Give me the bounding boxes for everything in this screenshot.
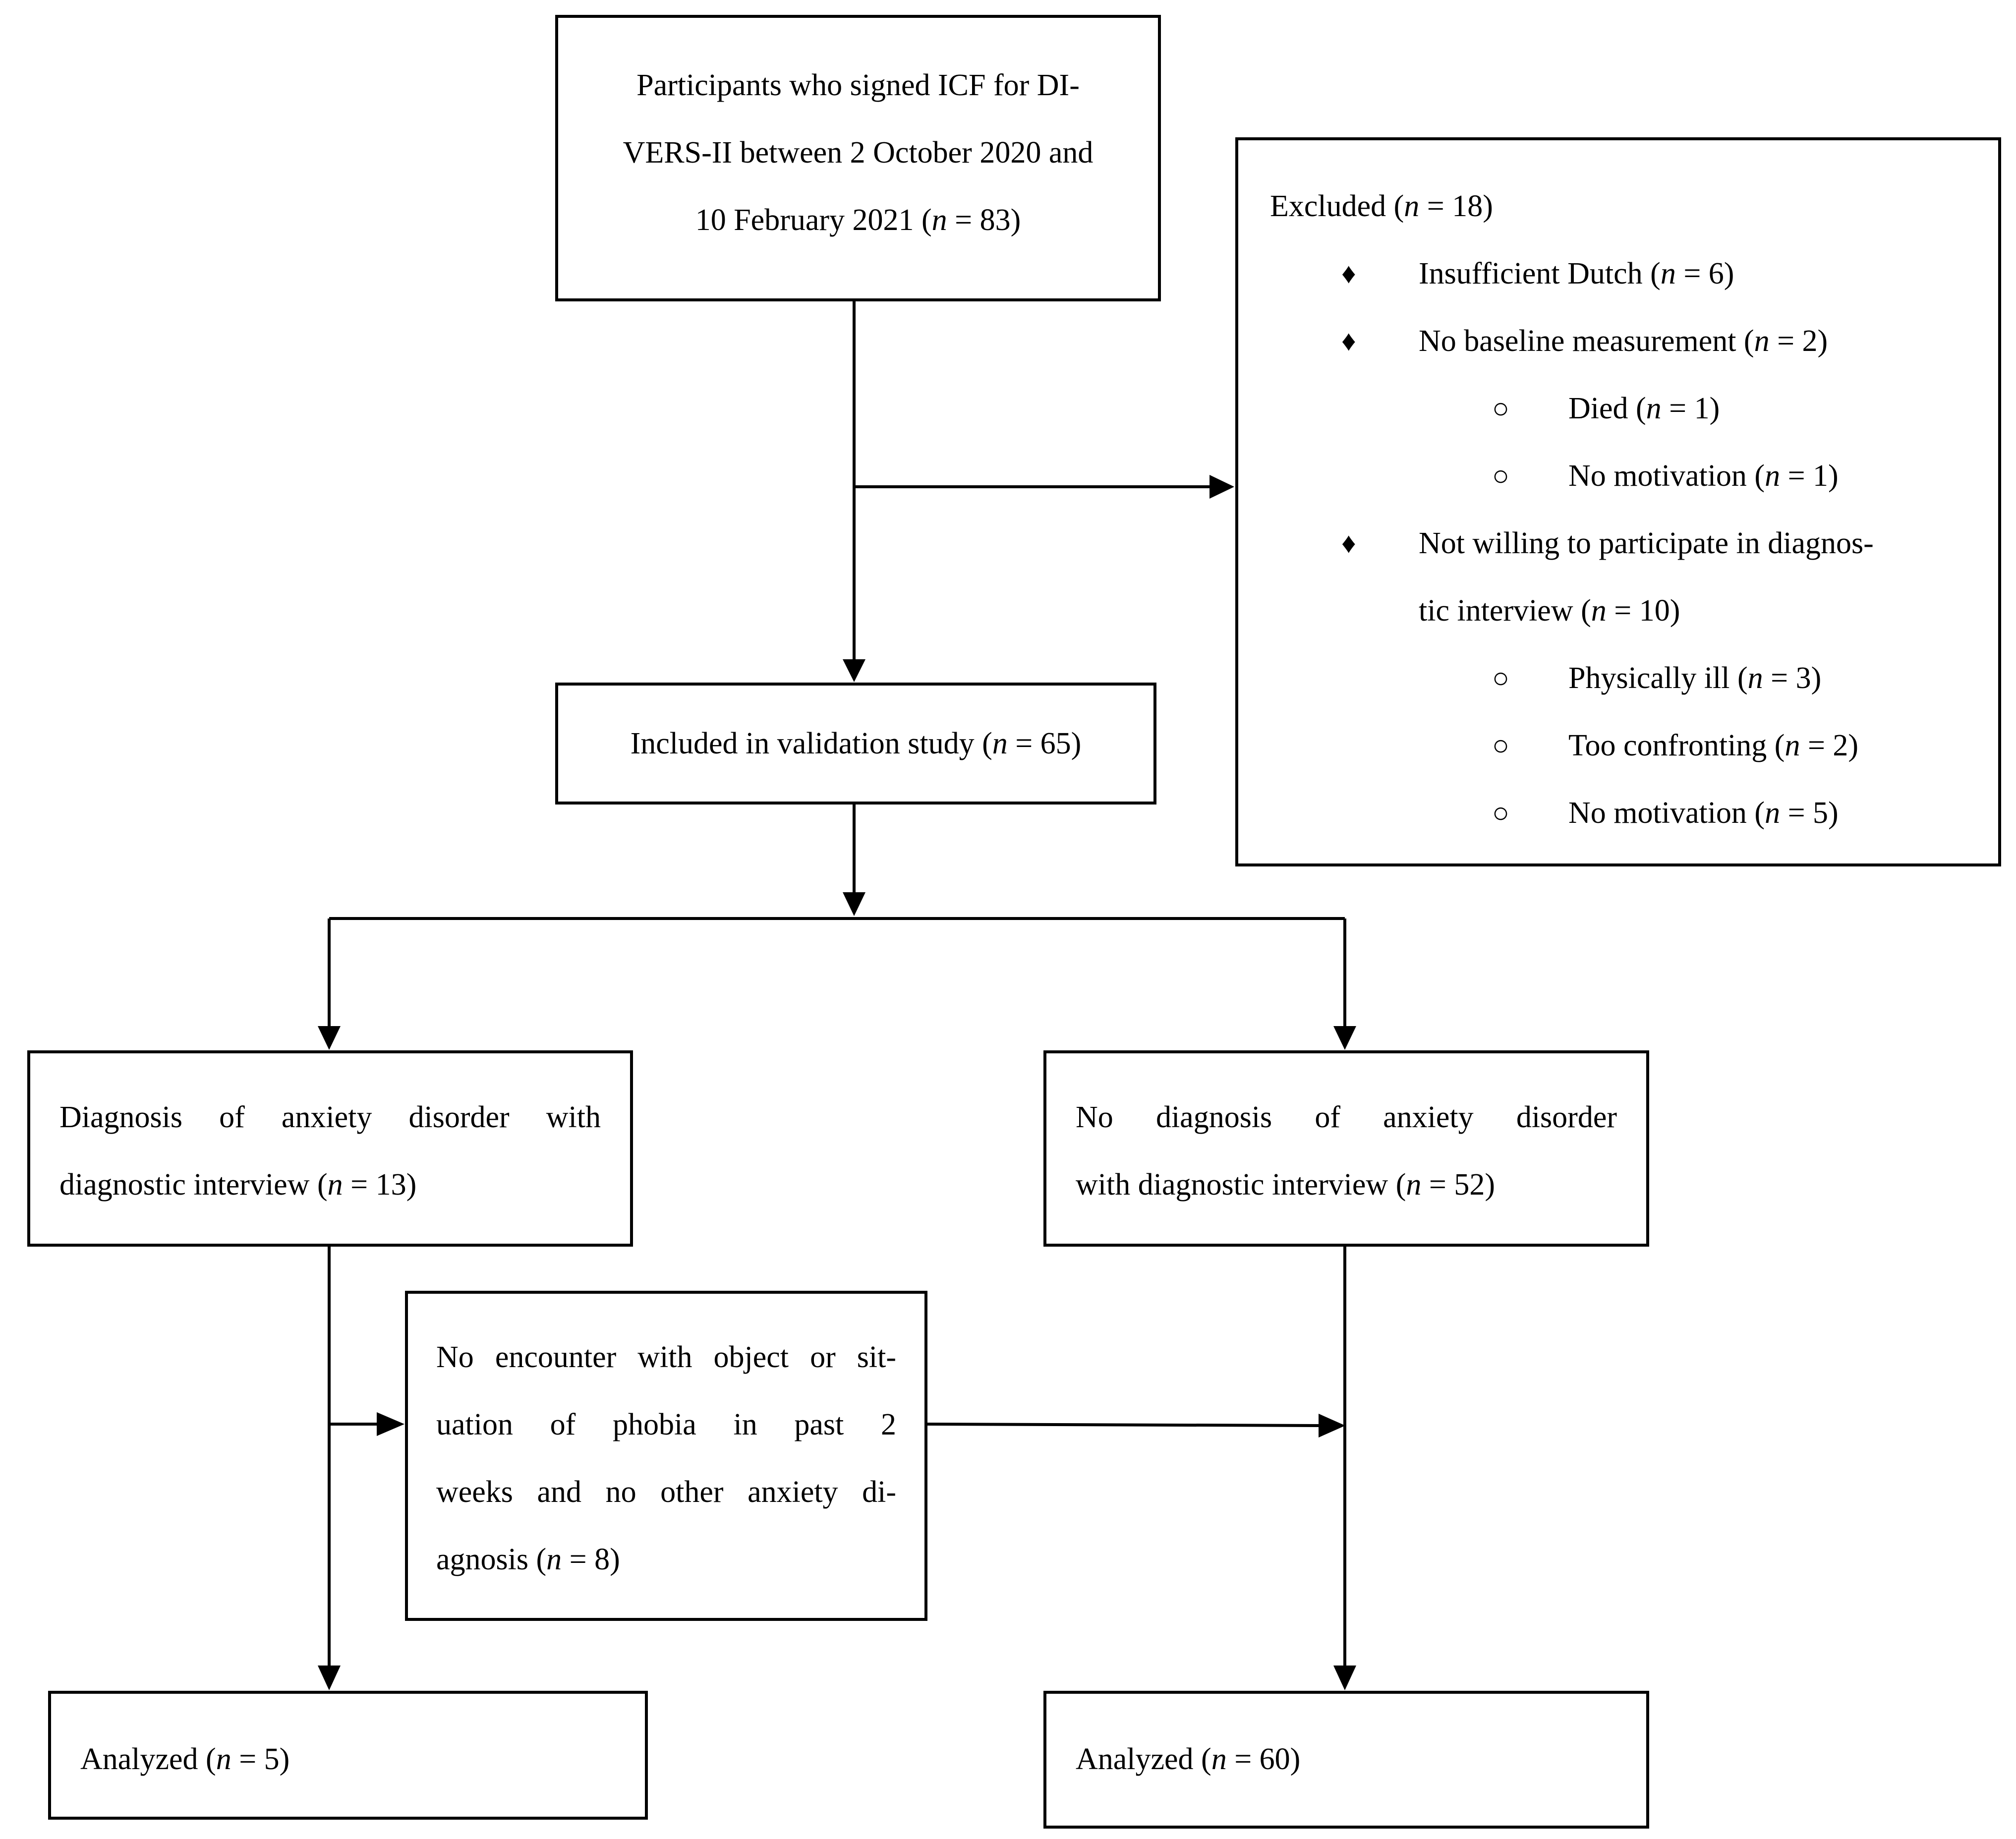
excluded-title: Excluded (n = 18) (1270, 189, 1493, 223)
circle-bullet-icon: ○ (1492, 460, 1510, 492)
diagnosis-box (27, 1050, 633, 1247)
no-diagnosis-line-2: with diagnostic interview (n = 52) (1076, 1168, 1495, 1202)
circle-bullet-icon: ○ (1492, 662, 1510, 694)
analyzed-left-box (48, 1691, 648, 1820)
enrolled-box (555, 15, 1161, 301)
excluded-item-died: Died (n = 1) (1568, 392, 1720, 425)
included-text: Included in validation study (n = 65) (630, 727, 1082, 760)
diamond-bullet-icon: ♦ (1341, 257, 1356, 289)
circle-bullet-icon: ○ (1492, 797, 1510, 829)
excluded-item-no-motivation: No motivation (n = 5) (1568, 796, 1839, 830)
enrolled-line-2: VERS-II between 2 October 2020 and (623, 136, 1094, 170)
excluded-box (1235, 137, 2001, 866)
circle-bullet-icon: ○ (1492, 729, 1510, 761)
analyzed-right-text: Analyzed (n = 60) (1076, 1742, 1301, 1776)
excluded-item-not-willing-cont: tic interview (n = 10) (1419, 594, 1680, 628)
diamond-bullet-icon: ♦ (1341, 527, 1356, 559)
no-encounter-box (405, 1291, 927, 1621)
no-encounter-line-4: agnosis (n = 8) (436, 1543, 620, 1576)
diagnosis-line-1: Diagnosis of anxiety disorder with (59, 1100, 601, 1134)
no-diagnosis-box (1043, 1050, 1649, 1247)
excluded-item-no-baseline: No baseline measurement (n = 2) (1419, 324, 1828, 358)
analyzed-left-text: Analyzed (n = 5) (80, 1742, 290, 1776)
no-diagnosis-line-1: No diagnosis of anxiety disorder (1076, 1100, 1617, 1134)
analyzed-right-box (1043, 1691, 1649, 1829)
excluded-item-no-motivation-baseline: No motivation (n = 1) (1568, 459, 1839, 493)
circle-bullet-icon: ○ (1492, 392, 1510, 424)
diagnosis-line-2: diagnostic interview (n = 13) (59, 1168, 417, 1202)
no-encounter-line-3: weeks and no other anxiety di- (436, 1475, 896, 1509)
excluded-item-physically-ill: Physically ill (n = 3) (1568, 661, 1822, 695)
excluded-item-insufficient-dutch: Insufficient Dutch (n = 6) (1419, 257, 1734, 290)
excluded-item-not-willing: Not willing to participate in diagnos- (1419, 526, 1874, 560)
enrolled-line-3: 10 February 2021 (n = 83) (695, 203, 1021, 237)
arrow-no-encounter-to-right (927, 1423, 1319, 1427)
enrolled-line-1: Participants who signed ICF for DI- (636, 68, 1080, 102)
included-box (555, 683, 1156, 805)
diamond-bullet-icon: ♦ (1341, 325, 1356, 357)
no-encounter-line-2: uation of phobia in past 2 (436, 1408, 896, 1441)
no-encounter-line-1: No encounter with object or sit- (436, 1340, 896, 1374)
excluded-item-too-confronting: Too confronting (n = 2) (1568, 729, 1859, 762)
